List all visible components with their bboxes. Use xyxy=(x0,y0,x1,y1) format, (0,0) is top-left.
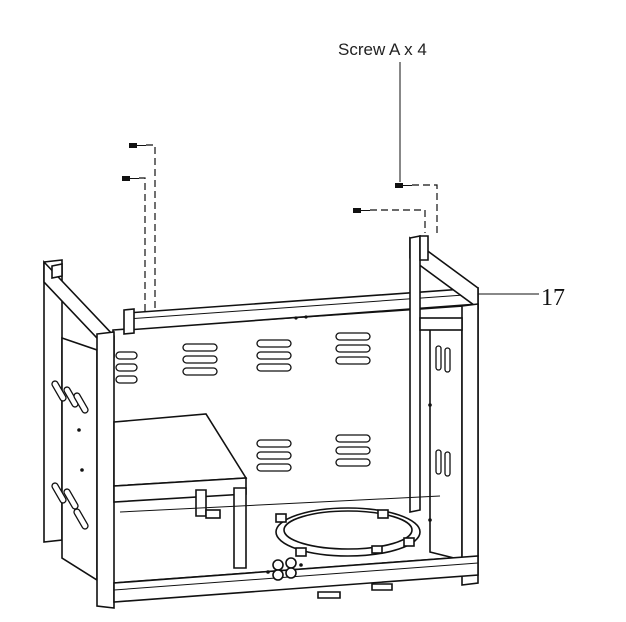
tank-ring xyxy=(275,507,421,557)
bottom-hardware xyxy=(266,557,303,581)
screw-icon xyxy=(353,208,370,213)
screw-label: Screw A x 4 xyxy=(338,40,427,59)
right-side-frame xyxy=(409,235,479,586)
part-number-label: 17 xyxy=(541,285,565,311)
left-side-frame xyxy=(43,259,115,609)
screw-icon xyxy=(395,183,412,188)
shelf xyxy=(113,413,248,569)
screw-icon xyxy=(129,143,146,148)
back-vents xyxy=(115,332,371,472)
screw-paths xyxy=(139,144,438,318)
screw-icon xyxy=(122,176,139,181)
bottom-frame xyxy=(113,495,479,603)
